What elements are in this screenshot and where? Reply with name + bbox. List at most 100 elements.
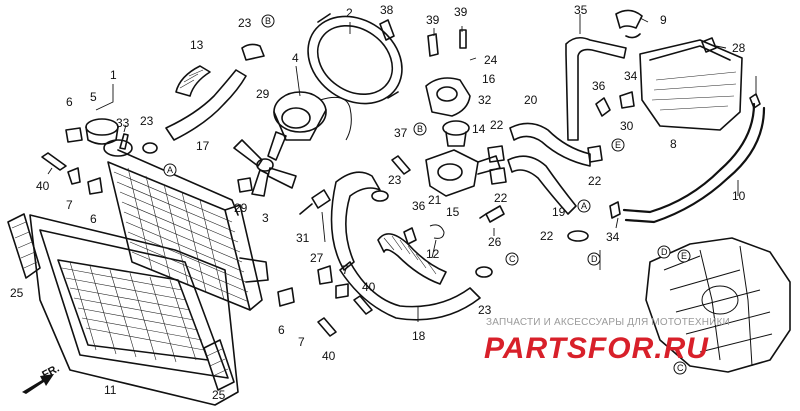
svg-text:A: A (167, 165, 173, 175)
svg-text:A: A (581, 201, 587, 211)
callout-26: 26 (488, 235, 502, 249)
callout-29: 29 (256, 87, 270, 101)
hose-12 (377, 233, 447, 285)
callout-23: 23 (388, 173, 402, 187)
thermostat-housing (425, 149, 501, 197)
leader-lines (47, 14, 757, 322)
ref-b: B (261, 14, 275, 28)
callout-14: 14 (472, 122, 486, 136)
svg-text:D: D (591, 254, 598, 264)
callout-17: 17 (196, 139, 210, 153)
callout-30: 30 (620, 119, 634, 133)
reserve-tank (639, 39, 743, 131)
upper-hose-13 (175, 65, 211, 97)
callout-40: 40 (362, 280, 376, 294)
radiator (103, 139, 269, 311)
callout-7: 7 (342, 263, 349, 277)
bushing-left (65, 127, 83, 143)
ref-c: C (673, 361, 687, 375)
radiator-cap (85, 118, 119, 145)
bracket-22-center (487, 145, 507, 185)
callout-23: 23 (238, 16, 252, 30)
callout-39: 39 (454, 5, 468, 19)
callout-4: 4 (292, 51, 299, 65)
callout-38: 38 (380, 3, 394, 17)
callout-35: 35 (574, 3, 588, 17)
callout-2: 2 (346, 6, 353, 20)
callout-23: 23 (140, 114, 154, 128)
sensor-31 (299, 189, 331, 215)
engine-reference (645, 237, 791, 373)
watermark-caption: ЗАПЧАСТИ И АКСЕССУАРЫ ДЛЯ МОТОТЕХНИКИ (486, 317, 731, 328)
cooling-fan (233, 131, 297, 197)
callout-15: 15 (446, 205, 460, 219)
radiator-grille (29, 214, 239, 406)
thermostat (442, 120, 470, 147)
svg-text:E: E (681, 251, 687, 261)
sensor-26 (479, 205, 505, 223)
reserve-tank-cap (615, 9, 643, 39)
callout-32: 32 (478, 93, 492, 107)
svg-text:B: B (417, 124, 423, 134)
callout-34: 34 (606, 230, 620, 244)
bushing-30 (619, 91, 635, 109)
bushing-29 (237, 177, 253, 193)
svg-text:B: B (265, 16, 271, 26)
ref-d: D (657, 245, 671, 259)
grille-pad-right (203, 339, 235, 391)
callout-7: 7 (298, 335, 305, 349)
ref-a: A (577, 199, 591, 213)
callout-12: 12 (426, 247, 440, 261)
callout-19: 19 (552, 205, 566, 219)
bolt-36-tank (595, 97, 611, 117)
callout-39: 39 (426, 13, 440, 27)
ref-e: E (677, 249, 691, 263)
callout-16: 16 (482, 72, 496, 86)
callout-5: 5 (90, 90, 97, 104)
clip-22-right (567, 145, 603, 242)
callout-34: 34 (624, 69, 638, 83)
hose-17 (165, 69, 247, 141)
callout-27: 27 (310, 251, 324, 265)
clip-23-lower (371, 190, 493, 278)
fan-motor (273, 91, 352, 141)
watermark-logo: PARTSFOR.RU (484, 332, 709, 365)
callout-25: 25 (10, 286, 24, 300)
connection-refs: A A B B C C D D E E (163, 14, 691, 375)
callout-3: 3 (262, 211, 269, 225)
hose-19 (507, 155, 577, 215)
hose-35 (565, 36, 627, 141)
callout-1: 1 (110, 68, 117, 82)
bushing-6-lower (277, 287, 295, 307)
callout-21: 21 (428, 193, 442, 207)
callout-18: 18 (412, 329, 426, 343)
bolt-40-left (41, 152, 67, 171)
svg-text:E: E (615, 140, 621, 150)
callout-numbers: 1 2 3 4 5 6 6 6 7 7 7 8 9 10 11 12 13 14… (10, 3, 746, 402)
callout-22: 22 (588, 174, 602, 188)
bolt-40-lower (317, 295, 373, 337)
callout-22: 22 (494, 191, 508, 205)
callout-29: 29 (234, 201, 248, 215)
callout-6: 6 (90, 212, 97, 226)
collar-left (67, 167, 81, 185)
ref-c: C (505, 252, 519, 266)
siphon-hose-10 (622, 102, 766, 224)
hose-20 (509, 122, 591, 167)
callout-33: 33 (116, 116, 130, 130)
ref-d: D (587, 252, 601, 266)
bolt-38 (379, 19, 395, 41)
callout-11: 11 (104, 383, 117, 397)
ref-e: E (611, 138, 625, 152)
callout-9: 9 (660, 13, 667, 27)
wire-clip-36 (403, 224, 445, 245)
callout-31: 31 (296, 231, 310, 245)
callout-22: 22 (490, 118, 504, 132)
bolt-28 (701, 37, 717, 53)
svg-text:C: C (509, 254, 516, 264)
svg-text:C: C (677, 363, 684, 373)
hose-18 (339, 261, 481, 321)
callout-36: 36 (412, 199, 426, 213)
callout-36: 36 (592, 79, 606, 93)
